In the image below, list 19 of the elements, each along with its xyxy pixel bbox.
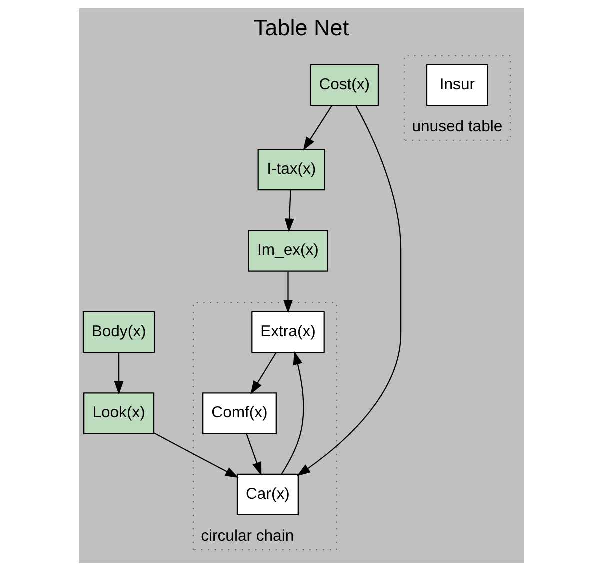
diagram-title: Table Net: [253, 16, 349, 41]
node-box: Car(x): [236, 474, 298, 516]
arrow: [280, 351, 304, 474]
node-box: Insur: [426, 64, 488, 106]
arrow: [154, 432, 238, 478]
node-box: Look(x): [83, 392, 154, 434]
node-box: Extra(x): [251, 311, 324, 354]
arrow: [302, 106, 332, 151]
node-box: I-tax(x): [257, 148, 325, 191]
arrow: [296, 105, 402, 476]
arrow: [284, 190, 294, 232]
arrow: [283, 272, 292, 314]
arrow: [250, 352, 276, 394]
arrow: [114, 352, 124, 395]
node-box: Im_ex(x): [248, 230, 328, 272]
node-box: Cost(x): [310, 64, 379, 106]
node-box: Body(x): [82, 311, 155, 354]
arrow: [246, 434, 262, 476]
node-box: Comf(x): [202, 392, 276, 434]
